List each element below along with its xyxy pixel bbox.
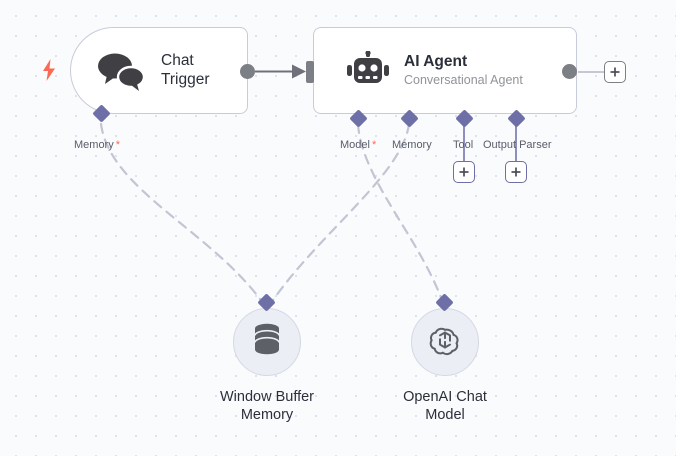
node-ai-agent[interactable]: AI Agent Conversational Agent — [313, 27, 577, 114]
chat-trigger-title: Chat Trigger — [161, 52, 210, 88]
node-chat-trigger[interactable]: Chat Trigger — [70, 27, 248, 114]
ai-agent-output-connector[interactable] — [562, 64, 577, 79]
ai-agent-title: AI Agent — [404, 53, 468, 71]
ai-agent-text: AI Agent Conversational Agent — [404, 53, 523, 87]
add-tool-button[interactable] — [453, 161, 475, 183]
robot-icon — [346, 50, 390, 91]
required-marker: * — [115, 139, 121, 151]
add-next-node-button[interactable] — [604, 61, 626, 83]
ai-agent-subtitle: Conversational Agent — [404, 72, 523, 87]
node-window-buffer-memory[interactable] — [233, 308, 301, 376]
add-output-parser-button[interactable] — [505, 161, 527, 183]
ai-agent-input-connector[interactable] — [306, 61, 314, 83]
ai-agent-port-memory-label: Memory — [392, 139, 432, 151]
chat-trigger-port-memory-label: Memory* — [74, 139, 120, 151]
database-icon — [252, 323, 282, 362]
openai-logo-icon — [428, 323, 462, 362]
ai-agent-port-output-parser-label: Output Parser — [483, 139, 552, 151]
chat-trigger-output-connector[interactable] — [240, 64, 255, 79]
chat-trigger-text: Chat Trigger — [161, 52, 210, 89]
edge-trigger-memory-to-buffer — [99, 122, 265, 305]
ai-agent-port-tool-label: Tool — [453, 139, 474, 151]
port-label-text: Memory — [74, 139, 114, 151]
window-buffer-memory-caption: Window Buffer Memory — [219, 389, 315, 424]
lightning-bolt-icon — [42, 59, 56, 86]
port-label-text: Model — [340, 139, 370, 151]
ai-agent-port-model-label: Model* — [340, 139, 376, 151]
openai-chat-model-caption: OpenAI Chat Model — [403, 389, 487, 424]
node-openai-chat-model[interactable] — [411, 308, 479, 376]
chat-bubbles-icon — [95, 50, 147, 92]
required-marker: * — [371, 139, 377, 151]
